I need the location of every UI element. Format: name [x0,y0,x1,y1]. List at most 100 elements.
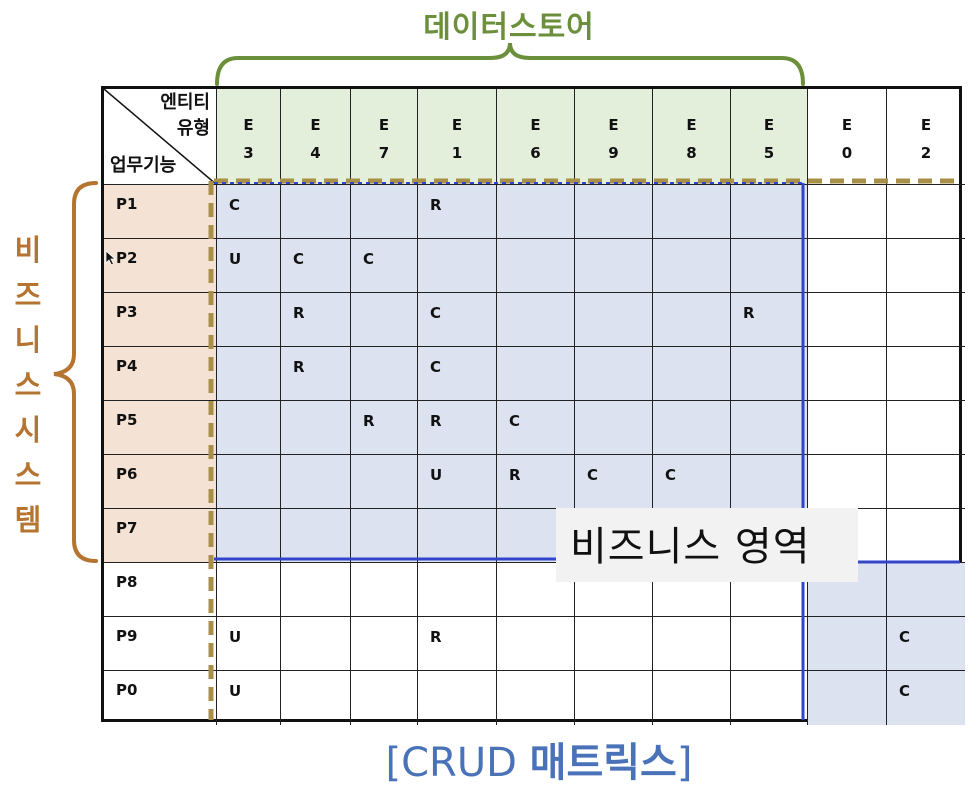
crud-cell [731,455,808,509]
process-row-header: P9 [104,617,217,671]
crud-cell [351,671,418,725]
crud-cell [808,293,887,347]
process-row-header: P6 [104,455,217,509]
crud-cell [731,185,808,239]
datastore-label: 데이터스토어 [423,10,595,45]
crud-cell [281,671,351,725]
process-row-header: P4 [104,347,217,401]
crud-cell: R [418,401,497,455]
crud-cell [887,239,965,293]
crud-cell: U [217,617,281,671]
crud-cell [351,293,418,347]
business-system-char: 스 [14,458,42,492]
business-system-char: 템 [14,503,42,537]
crud-cell: R [418,617,497,671]
crud-cell [887,455,965,509]
entity-letter: E [310,115,321,134]
crud-cell [418,671,497,725]
entity-number: 3 [243,143,254,162]
crud-cell [808,671,887,725]
crud-cell [653,185,731,239]
entity-number: 7 [378,143,390,162]
crud-cell [653,239,731,293]
crud-cell [731,671,808,725]
entity-letter: E [451,115,463,134]
crud-cell [497,563,575,617]
crud-cell [351,509,418,563]
crud-cell [351,617,418,671]
crud-cell [653,617,731,671]
crud-cell [575,617,653,671]
crud-cell [418,509,497,563]
corner-type-label: 유형 [176,118,210,139]
crud-cell [217,347,281,401]
crud-cell [281,455,351,509]
entity-number: 9 [608,143,619,162]
crud-cell [217,563,281,617]
process-row-header: P2 [104,239,217,293]
crud-cell [497,239,575,293]
crud-cell [575,293,653,347]
crud-cell: C [887,617,965,671]
crud-cell [653,671,731,725]
crud-cell: C [653,455,731,509]
entity-letter: E [841,115,853,134]
business-system-brace [53,181,98,563]
business-area-callout: 비즈니스 영역 [556,508,858,582]
entity-letter: E [920,115,932,134]
crud-cell [887,563,965,617]
entity-number: 0 [841,143,853,162]
entity-number: 8 [686,143,697,162]
crud-cell [731,401,808,455]
bracket-open: [ [385,740,402,786]
crud-cell [575,347,653,401]
crud-cell: C [497,401,575,455]
entity-number: 1 [451,143,463,162]
mouse-cursor-icon [105,250,117,266]
crud-cell [575,563,653,617]
crud-cell: R [731,293,808,347]
crud-cell [808,185,887,239]
crud-cell: R [418,185,497,239]
crud-cell [351,563,418,617]
process-row-header: P3 [104,293,217,347]
corner-function-label: 업무기능 [110,155,177,176]
entity-letter: E [530,115,541,134]
process-row-header: P1 [104,185,217,239]
crud-cell: C [575,455,653,509]
crud-cell [418,239,497,293]
title-korean: 매트릭스 [529,740,677,786]
crud-cell [217,293,281,347]
corner-entity-label: 엔티티 [160,92,210,113]
crud-cell [217,401,281,455]
crud-cell [887,293,965,347]
crud-cell [653,347,731,401]
crud-cell [217,455,281,509]
crud-cell: R [281,293,351,347]
crud-cell: C [281,239,351,293]
process-row-header: P8 [104,563,217,617]
crud-cell [497,671,575,725]
crud-cell [281,617,351,671]
crud-cell [653,563,731,617]
crud-cell [418,563,497,617]
crud-cell [731,617,808,671]
crud-cell [575,185,653,239]
crud-cell: R [351,401,418,455]
crud-cell [808,347,887,401]
crud-cell [281,509,351,563]
crud-cell [575,401,653,455]
crud-cell [497,293,575,347]
business-system-char: 니 [14,323,42,357]
crud-cell: R [497,455,575,509]
